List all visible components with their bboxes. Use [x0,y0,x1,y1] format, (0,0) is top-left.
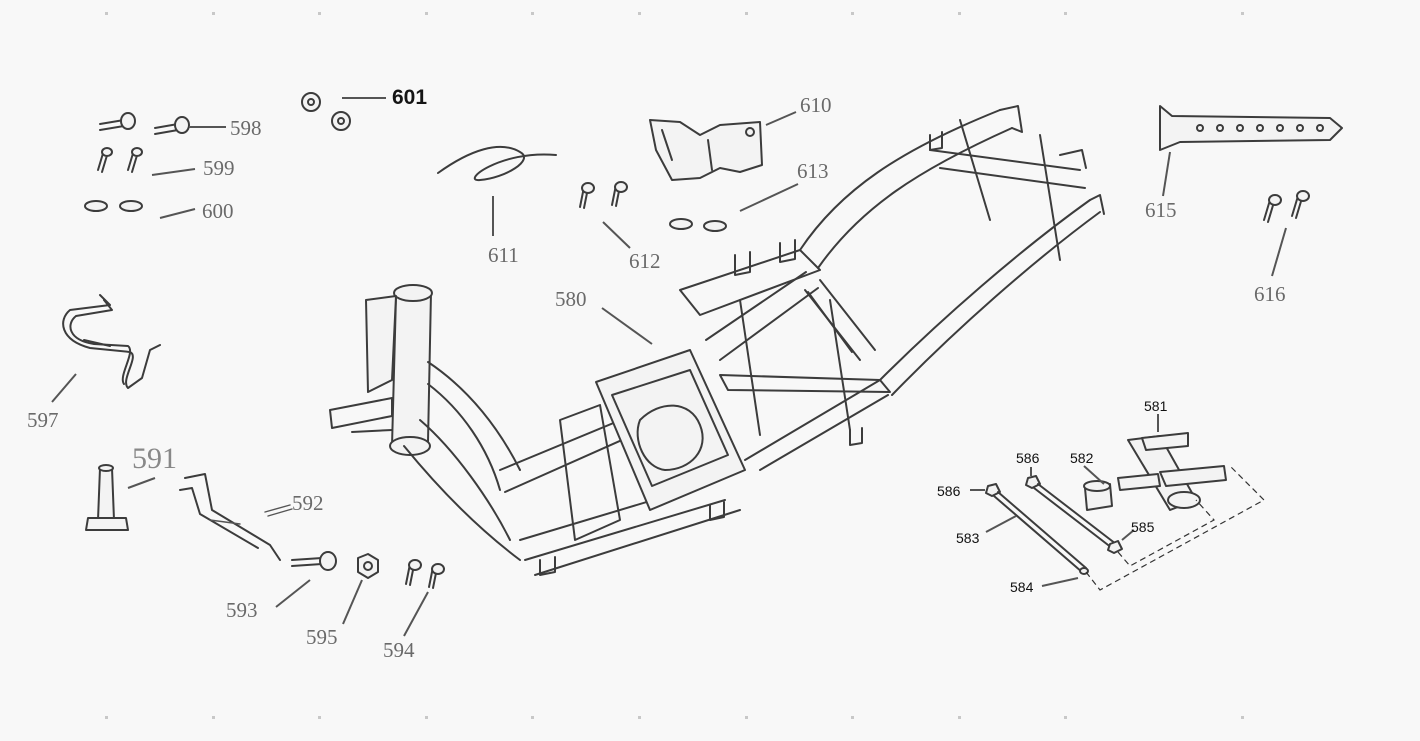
leader-585 [1121,529,1135,541]
bolt-icon [97,147,143,173]
bolt-icon [579,181,628,209]
bolt-icon [1263,190,1310,223]
leader-610 [765,111,797,126]
part-label-583: 583 [956,530,980,546]
part-label-612: 612 [629,249,661,273]
leader-600 [159,208,196,219]
part-label-616: 616 [1254,282,1286,306]
plate-icon [1159,105,1343,151]
part-label-611: 611 [488,243,519,267]
clip-icon [301,92,351,131]
part-label-599: 599 [203,156,235,180]
bolt-icon [291,551,337,571]
washer-icon [669,218,727,232]
leader-616 [1271,227,1287,277]
part-label-601: 601 [392,86,428,109]
nut-icon [357,553,379,579]
scan-marks [105,12,1244,719]
nut-icon [1025,475,1041,489]
washer-icon [84,200,143,212]
part-label-594: 594 [383,638,415,662]
leader-594 [403,591,429,637]
cable-icon [437,145,557,182]
part-label-582: 582 [1070,450,1094,466]
bolt-icon [99,112,190,135]
bolt-icon [405,559,445,589]
part-label-581: 581 [1144,398,1168,414]
nut-icon [1107,540,1123,554]
swingarm-bracket-icon [1117,432,1227,511]
part-label-613: 613 [797,159,829,183]
leader-584 [1041,577,1079,587]
spring-icon [179,473,293,561]
leader-583 [985,515,1017,533]
part-label-593: 593 [226,598,258,622]
leader-593 [275,579,311,608]
stand-icon [85,464,129,531]
part-label-586-left: 586 [937,483,961,499]
part-label-615: 615 [1145,198,1177,222]
part-label-586-top: 586 [1016,450,1040,466]
part-label-597: 597 [27,408,59,432]
leader-613 [739,183,799,212]
leader-580 [601,307,653,345]
part-label-598: 598 [230,116,262,140]
shaft-icon [993,491,1089,575]
part-label-610: 610 [800,93,832,117]
nut-icon [985,483,1001,497]
part-label-580: 580 [555,287,587,311]
part-label-591: 591 [132,442,177,475]
leader-615 [1162,151,1171,197]
handle-bar-icon [62,294,161,389]
leader-612 [602,221,631,249]
part-label-600: 600 [202,199,234,223]
bushing-icon [1083,480,1113,511]
part-label-595: 595 [306,625,338,649]
part-label-592: 592 [292,491,324,515]
leader-591 [127,477,156,489]
bracket-icon [649,119,763,181]
leader-599 [151,168,196,176]
part-label-585: 585 [1131,519,1155,535]
part-label-584: 584 [1010,579,1034,595]
leader-582 [1083,465,1105,485]
leader-597 [51,373,77,403]
leader-595 [342,579,363,625]
assembly-outline [1085,465,1265,591]
frame-icon [329,105,1105,576]
